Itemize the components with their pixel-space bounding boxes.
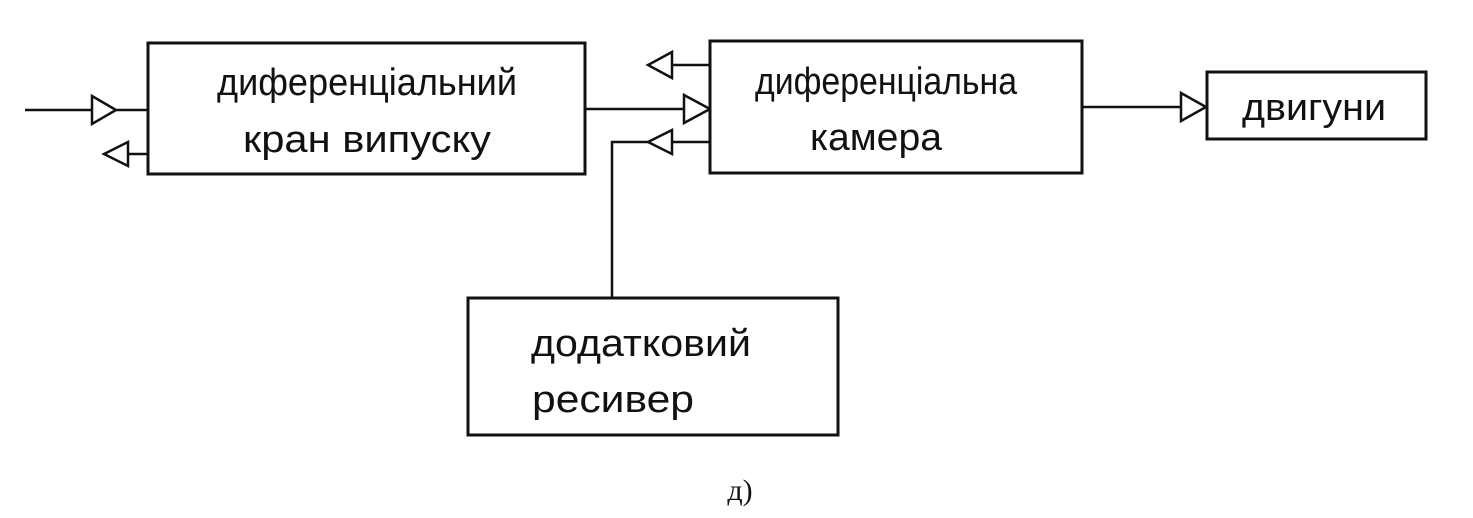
input-arrow-icon xyxy=(90,93,119,127)
figure-caption: д) xyxy=(727,474,752,507)
valve-label-line1: диференціальний xyxy=(217,62,517,104)
chamber-input-arrow-icon xyxy=(682,92,713,126)
chamber-label-line1: диференціальна xyxy=(755,61,1018,103)
chamber-label-line2: камера xyxy=(810,117,943,159)
receiver-label-line1: додатковий xyxy=(531,323,751,365)
exhaust-arrow-icon xyxy=(101,139,130,169)
engines-arrow-icon xyxy=(1179,90,1209,124)
engines-label: двигуни xyxy=(1242,87,1386,129)
chamber-output-arrow-icon xyxy=(645,49,674,81)
valve-block: диференціальний кран випуску xyxy=(146,41,587,176)
chamber-block: диференціальна камера xyxy=(708,39,1084,175)
engines-block: двигуни xyxy=(1205,70,1428,141)
receiver-label-line2: ресивер xyxy=(532,379,694,421)
receiver-arrow-icon xyxy=(645,127,674,157)
receiver-line xyxy=(610,140,648,298)
valve-label-line2: кран випуску xyxy=(243,119,491,161)
receiver-block: додатковий ресивер xyxy=(466,296,840,437)
